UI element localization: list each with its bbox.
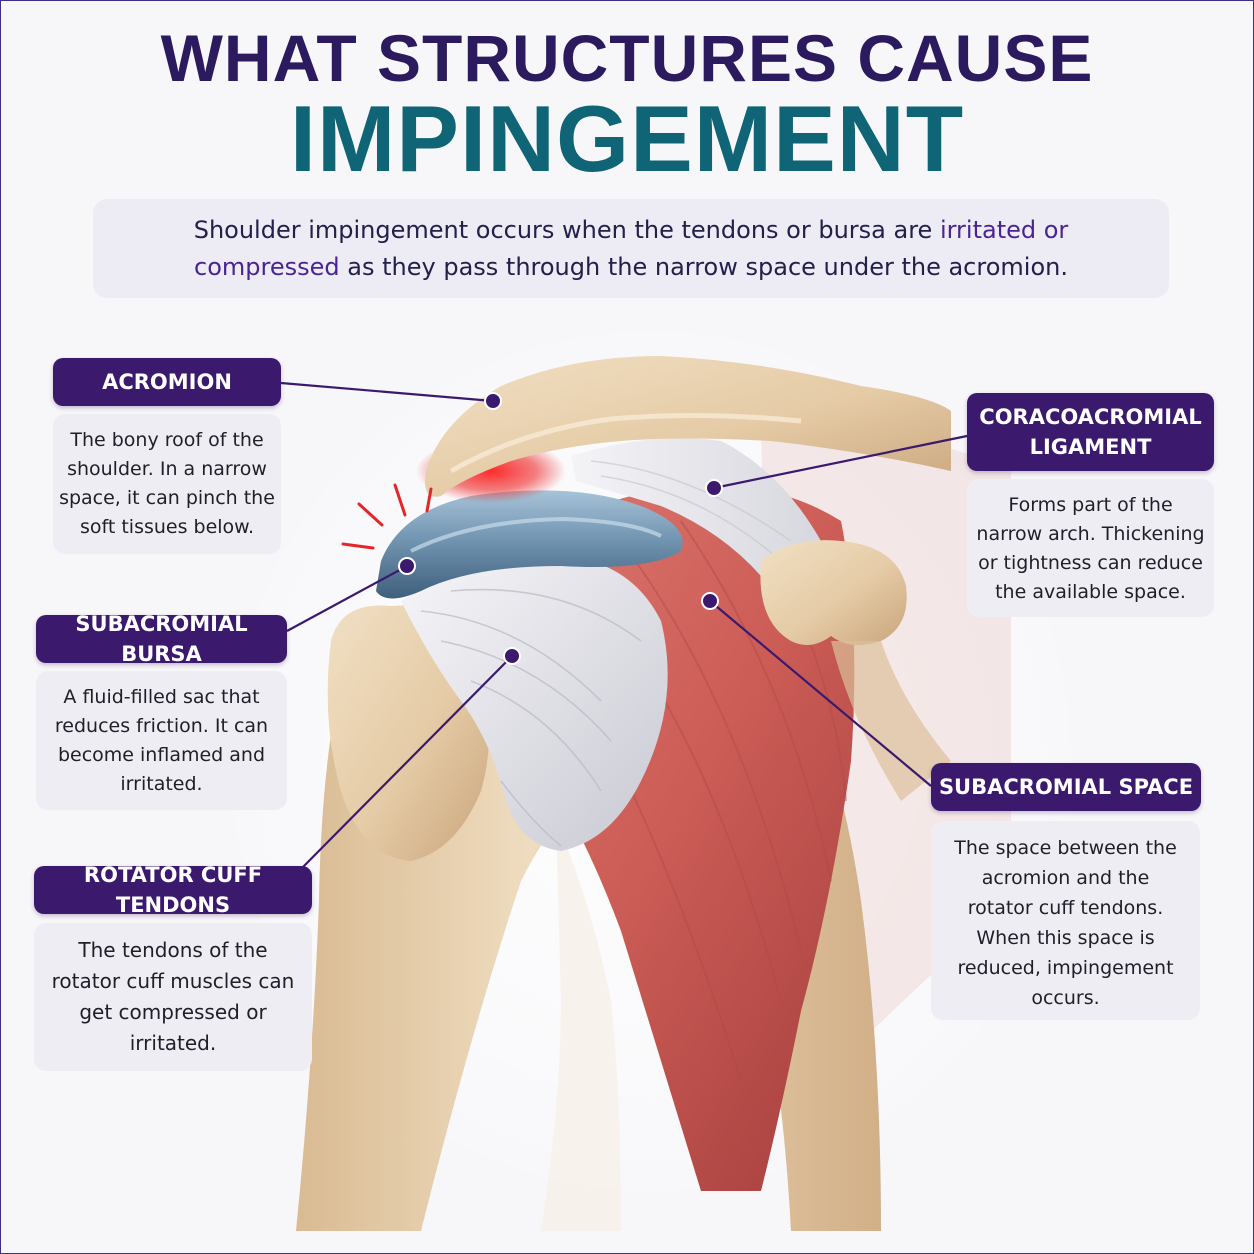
rotator-cuff-tendon: [401, 556, 668, 851]
tendon-fibers: [420, 588, 642, 847]
marker-bursa: [398, 557, 416, 575]
marker-space: [701, 592, 719, 610]
desc-subacromial-bursa: A fluid-filled sac that reduces friction…: [36, 671, 287, 810]
marker-coracoacromial: [705, 479, 723, 497]
acromion-bone: [425, 356, 951, 497]
coracoid-base: [831, 641, 951, 801]
leader-acromion: [280, 381, 494, 403]
intro-highlight: irritated or compressed: [194, 216, 1069, 281]
label-subacromial-bursa: SUBACROMIAL BURSA: [36, 612, 287, 666]
marker-dots: [398, 392, 723, 665]
coracoacromial-ligament: [571, 438, 821, 576]
intro-text-start: Shoulder impingement occurs when the ten…: [193, 216, 940, 244]
label-subacromial-space: SUBACROMIAL SPACE: [931, 763, 1201, 811]
leader-tendons: [300, 655, 513, 870]
desc-acromion: The bony roof of the shoulder. In a narr…: [53, 414, 281, 554]
pain-burst-icon: [341, 483, 433, 550]
leader-coracoacromial: [713, 434, 968, 490]
label-coracoacromial-ligament: CORACOACROMIAL LIGAMENT: [967, 393, 1214, 471]
marker-tendons: [503, 647, 521, 665]
leader-lines: [280, 381, 968, 870]
intro-box: Shoulder impingement occurs when the ten…: [93, 199, 1169, 298]
ligament-fibers: [590, 460, 792, 562]
leader-bursa: [286, 565, 408, 632]
subacromial-bursa: [376, 490, 683, 599]
intro-text-end: as they pass through the narrow space un…: [339, 253, 1068, 281]
desc-rotator-cuff-tendons: The tendons of the rotator cuff muscles …: [34, 923, 312, 1071]
coracoid-process: [760, 540, 907, 645]
humerus-gap: [541, 821, 621, 1231]
marker-acromion: [484, 392, 502, 410]
desc-subacromial-space: The space between the acromion and the r…: [931, 821, 1200, 1020]
bursa-highlight: [410, 516, 662, 553]
leader-space: [709, 600, 932, 787]
label-rotator-cuff-tendons: ROTATOR CUFF TENDONS: [34, 863, 312, 917]
desc-coracoacromial-ligament: Forms part of the narrow arch. Thickenin…: [967, 479, 1214, 617]
title-line-1: WHAT STRUCTURES CAUSE: [160, 21, 1094, 95]
acromion-highlight: [449, 412, 802, 474]
label-acromion: ACROMION: [53, 358, 281, 406]
